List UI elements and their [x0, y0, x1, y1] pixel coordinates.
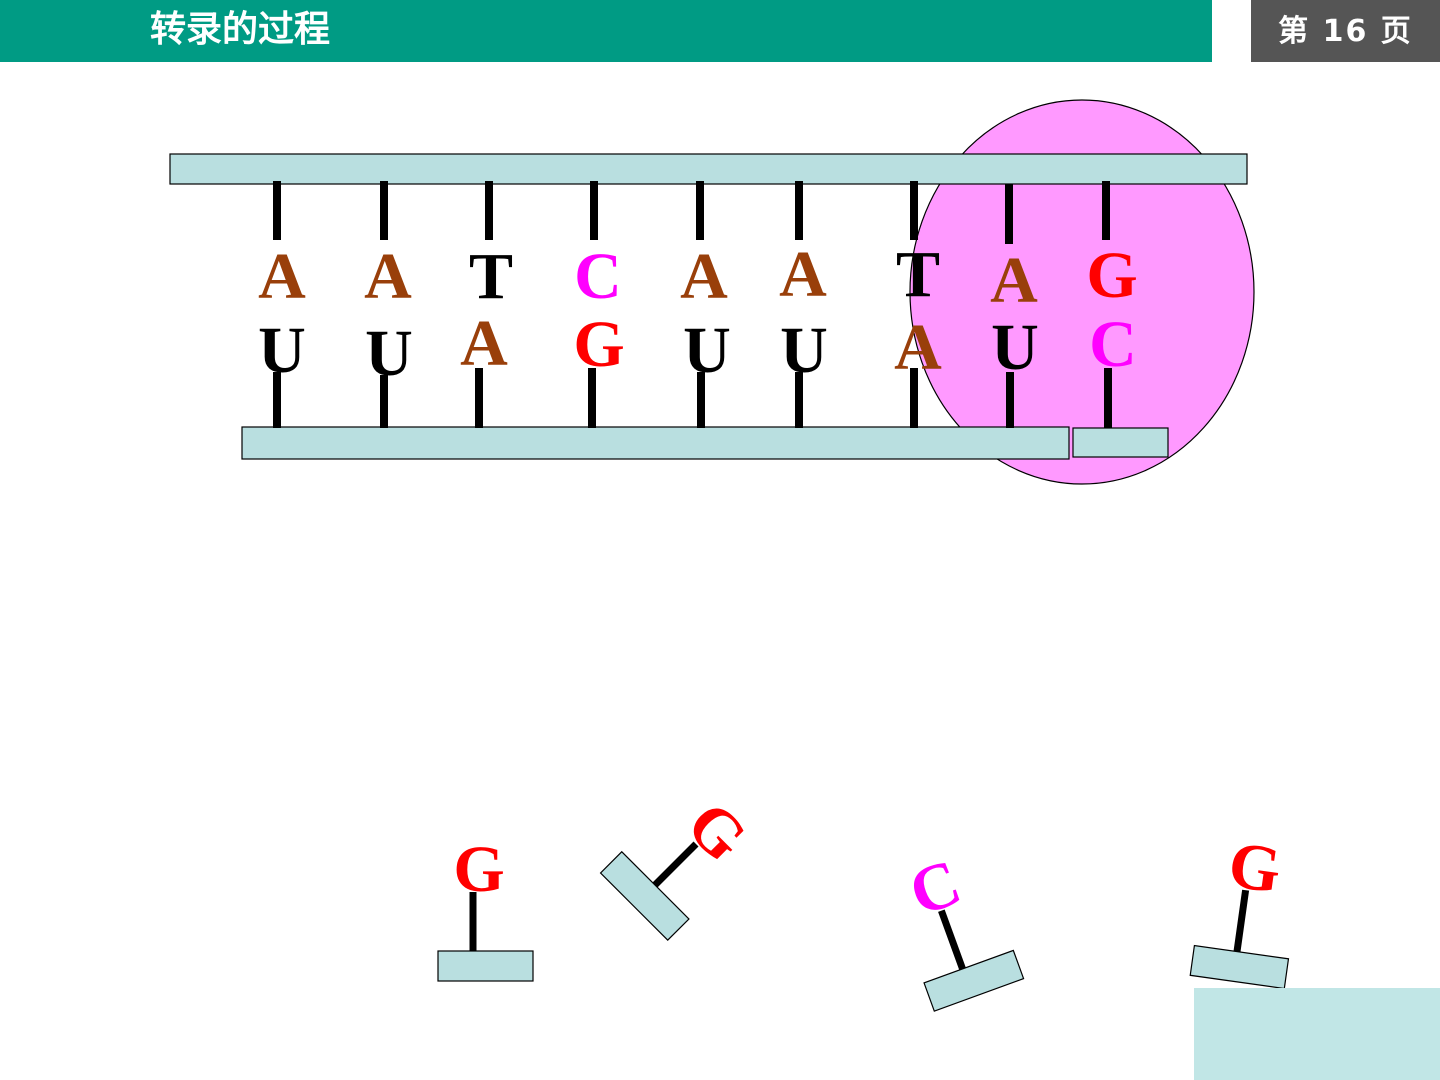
rna-base: C [1089, 308, 1137, 381]
free-base: G [453, 833, 504, 906]
rna-base: U [780, 314, 828, 387]
dna-base: T [469, 240, 513, 313]
rna-base: A [894, 311, 942, 384]
free-base: C [900, 845, 970, 930]
rna-base: U [683, 314, 731, 387]
rna-sticks [273, 368, 1112, 428]
dna-base: G [1086, 239, 1137, 312]
dna-base: A [779, 238, 827, 311]
rna-base: U [258, 314, 306, 387]
rna-base: G [573, 308, 624, 381]
free-nucleotide: G [1189, 828, 1290, 990]
free-nucleotide: C [900, 845, 1025, 1012]
free-base: G [673, 788, 761, 876]
rna-backbone [241, 426, 1070, 460]
dna-sticks [273, 181, 1110, 244]
page-number-badge: 第 16 页 [1251, 0, 1440, 62]
free-nucleotide: G [437, 833, 534, 982]
rna-base: U [991, 311, 1039, 384]
dna-base: A [680, 240, 728, 313]
dna-base: A [990, 244, 1038, 317]
dna-base: T [896, 238, 940, 311]
dna-base: A [364, 240, 412, 313]
corner-decoration [1194, 988, 1440, 1080]
rna-polymerase [909, 99, 1255, 485]
dna-base: C [574, 240, 622, 313]
rna-base: U [365, 317, 413, 390]
rna-base: A [460, 307, 508, 380]
rna-backbone-new-segment [1072, 427, 1169, 458]
header-bar [0, 0, 1212, 62]
free-base: G [1224, 828, 1285, 907]
free-nucleotide: G [599, 788, 761, 942]
slide-title: 转录的过程 [150, 9, 331, 50]
dna-base: A [258, 240, 306, 313]
page-number-label: 第 16 页 [1278, 14, 1413, 49]
dna-backbone [169, 153, 1248, 185]
